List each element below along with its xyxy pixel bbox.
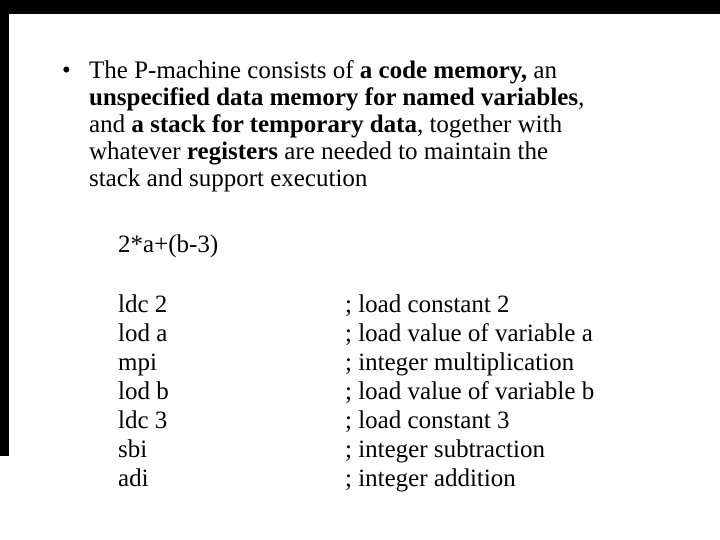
paragraph-text: are needed to maintain the <box>278 138 549 165</box>
paragraph-text: , <box>578 84 585 111</box>
paragraph-text: and <box>89 111 132 138</box>
paragraph-line: The P-machine consists of a code memory,… <box>89 57 669 84</box>
code-listing: ldc 2 ; load constant 2 lod a ; load value… <box>118 290 594 493</box>
paragraph-line: stack and support execution <box>89 165 669 192</box>
opcode: adi <box>118 465 149 492</box>
paragraph-text: whatever <box>89 138 187 165</box>
paragraph-text-bold: unspecified data memory for named variab… <box>89 84 579 111</box>
code-row: ldc 2 ; load constant 2 <box>118 290 594 319</box>
paragraph-text-bold: a code memory, <box>359 57 528 84</box>
code-row: adi ; integer addition <box>118 464 594 493</box>
paragraph-line: whatever registers are needed to maintai… <box>89 138 669 165</box>
code-row: lod a ; load value of variable a <box>118 319 594 348</box>
paragraph-text: The P-machine consists of <box>89 57 360 84</box>
paragraph-text-bold: registers <box>186 138 279 165</box>
comment: ; integer subtraction <box>345 436 545 463</box>
opcode: ldc 2 <box>118 291 168 318</box>
paragraph-text: stack and support execution <box>89 165 368 192</box>
comment: ; load value of variable b <box>345 378 595 405</box>
paragraph-text-bold: a stack for temporary data <box>131 111 417 138</box>
opcode: sbi <box>118 436 148 463</box>
expression-label: 2*a+(b-3) <box>118 231 219 258</box>
comment: ; load constant 2 <box>345 291 510 318</box>
code-row: ldc 3 ; load constant 3 <box>118 406 594 435</box>
top-border-bar <box>0 0 720 14</box>
left-border-bar <box>0 0 9 456</box>
comment: ; integer addition <box>345 465 516 492</box>
paragraph-line: and a stack for temporary data, together… <box>89 111 669 138</box>
comment: ; integer multiplication <box>345 349 575 376</box>
opcode: ldc 3 <box>118 407 168 434</box>
comment: ; load value of variable a <box>345 320 593 347</box>
paragraph-line: unspecified data memory for named variab… <box>89 84 669 111</box>
bullet-icon: • <box>62 57 71 84</box>
opcode: lod a <box>118 320 168 347</box>
bullet-paragraph: The P-machine consists of a code memory,… <box>89 57 669 192</box>
opcode: lod b <box>118 378 169 405</box>
comment: ; load constant 3 <box>345 407 510 434</box>
code-row: mpi ; integer multiplication <box>118 348 594 377</box>
paragraph-text: , together with <box>416 111 563 138</box>
code-row: sbi ; integer subtraction <box>118 435 594 464</box>
opcode: mpi <box>118 349 157 376</box>
code-row: lod b ; load value of variable b <box>118 377 594 406</box>
paragraph-text: an <box>527 57 557 84</box>
